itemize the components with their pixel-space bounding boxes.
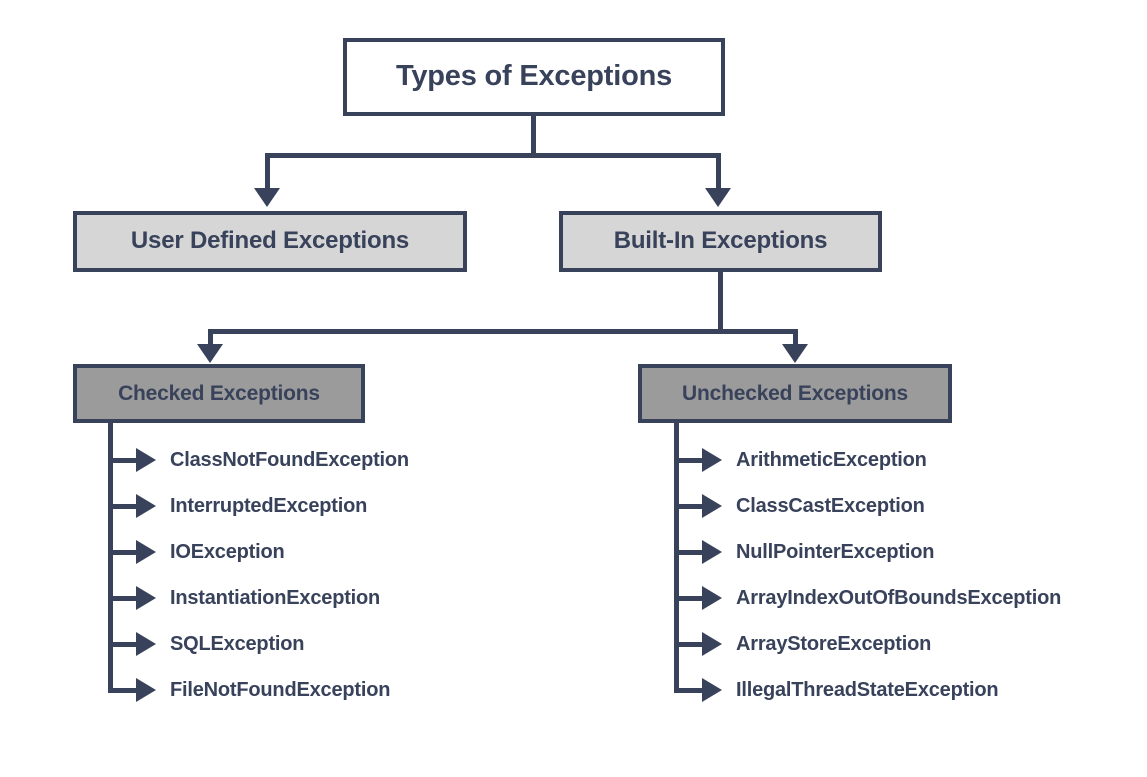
connector-root-stem	[531, 116, 536, 158]
arrow-right-icon	[702, 494, 722, 518]
arrow-right-icon	[136, 632, 156, 656]
node-label: User Defined Exceptions	[130, 227, 410, 255]
arrow-right-icon	[702, 632, 722, 656]
connector-stem	[108, 457, 136, 463]
list-item[interactable]: InterruptedException	[108, 494, 367, 518]
list-item[interactable]: IllegalThreadStateException	[674, 678, 999, 702]
node-types-of-exceptions[interactable]: Types of Exceptions	[343, 38, 725, 116]
connector-built-in-to-unchecked	[793, 329, 798, 355]
connector-stem	[108, 503, 136, 509]
arrow-right-icon	[702, 678, 722, 702]
list-item[interactable]: FileNotFoundException	[108, 678, 390, 702]
connector-built-in-to-checked	[208, 329, 213, 355]
arrow-right-icon	[702, 586, 722, 610]
node-label: Checked Exceptions	[118, 381, 320, 405]
connector-stem	[108, 687, 136, 693]
connector-root-to-user-defined	[265, 153, 270, 191]
node-built-in-exceptions[interactable]: Built-In Exceptions	[559, 211, 882, 272]
connector-root-horizontal-bar	[265, 153, 721, 158]
checked-exception-label: InstantiationException	[170, 586, 381, 609]
checked-exception-label: SQLException	[170, 632, 305, 655]
unchecked-exception-label: ClassCastException	[736, 494, 925, 517]
arrow-down-icon-checked	[197, 344, 223, 363]
arrow-down-icon-built-in	[705, 188, 731, 207]
unchecked-exception-label: ArrayIndexOutOfBoundsException	[736, 586, 1062, 609]
unchecked-exception-label: ArrayStoreException	[736, 632, 932, 655]
checked-exception-label: InterruptedException	[170, 494, 368, 517]
list-item[interactable]: ClassCastException	[674, 494, 925, 518]
unchecked-exception-label: IllegalThreadStateException	[736, 678, 999, 701]
node-label: Built-In Exceptions	[613, 227, 828, 255]
unchecked-exception-label: ArithmeticException	[736, 448, 927, 471]
arrow-right-icon	[136, 448, 156, 472]
connector-stem	[674, 595, 702, 601]
leaf-trunk-checked	[108, 420, 113, 692]
arrow-down-icon-user-defined	[254, 188, 280, 207]
connector-stem	[674, 503, 702, 509]
node-label: Types of Exceptions	[395, 60, 673, 93]
connector-stem	[108, 641, 136, 647]
node-unchecked-exceptions[interactable]: Unchecked Exceptions	[638, 364, 952, 423]
connector-stem	[674, 457, 702, 463]
connector-built-in-horizontal-bar	[208, 329, 723, 334]
connector-stem	[674, 641, 702, 647]
connector-stem	[674, 687, 702, 693]
list-item[interactable]: ArrayStoreException	[674, 632, 931, 656]
arrow-right-icon	[702, 540, 722, 564]
arrow-right-icon	[136, 540, 156, 564]
arrow-right-icon	[136, 494, 156, 518]
list-item[interactable]: NullPointerException	[674, 540, 934, 564]
arrow-right-icon	[136, 678, 156, 702]
checked-exception-label: ClassNotFoundException	[170, 448, 409, 471]
unchecked-exception-label: NullPointerException	[736, 540, 935, 563]
list-item[interactable]: ClassNotFoundException	[108, 448, 409, 472]
connector-built-in-stem	[718, 272, 723, 332]
list-item[interactable]: ArrayIndexOutOfBoundsException	[674, 586, 1061, 610]
list-item[interactable]: SQLException	[108, 632, 304, 656]
connector-built-in-horizontal-bar-right	[718, 329, 798, 334]
arrow-right-icon	[702, 448, 722, 472]
connector-stem	[674, 549, 702, 555]
list-item[interactable]: InstantiationException	[108, 586, 380, 610]
node-user-defined-exceptions[interactable]: User Defined Exceptions	[73, 211, 467, 272]
arrow-right-icon	[136, 586, 156, 610]
connector-stem	[108, 549, 136, 555]
connector-stem	[108, 595, 136, 601]
list-item[interactable]: ArithmeticException	[674, 448, 927, 472]
leaf-trunk-unchecked	[674, 420, 679, 692]
checked-exception-label: FileNotFoundException	[170, 678, 391, 701]
node-label: Unchecked Exceptions	[682, 381, 908, 405]
arrow-down-icon-unchecked	[782, 344, 808, 363]
node-checked-exceptions[interactable]: Checked Exceptions	[73, 364, 365, 423]
checked-exception-label: IOException	[170, 540, 285, 563]
connector-root-to-built-in	[716, 153, 721, 191]
list-item[interactable]: IOException	[108, 540, 285, 564]
